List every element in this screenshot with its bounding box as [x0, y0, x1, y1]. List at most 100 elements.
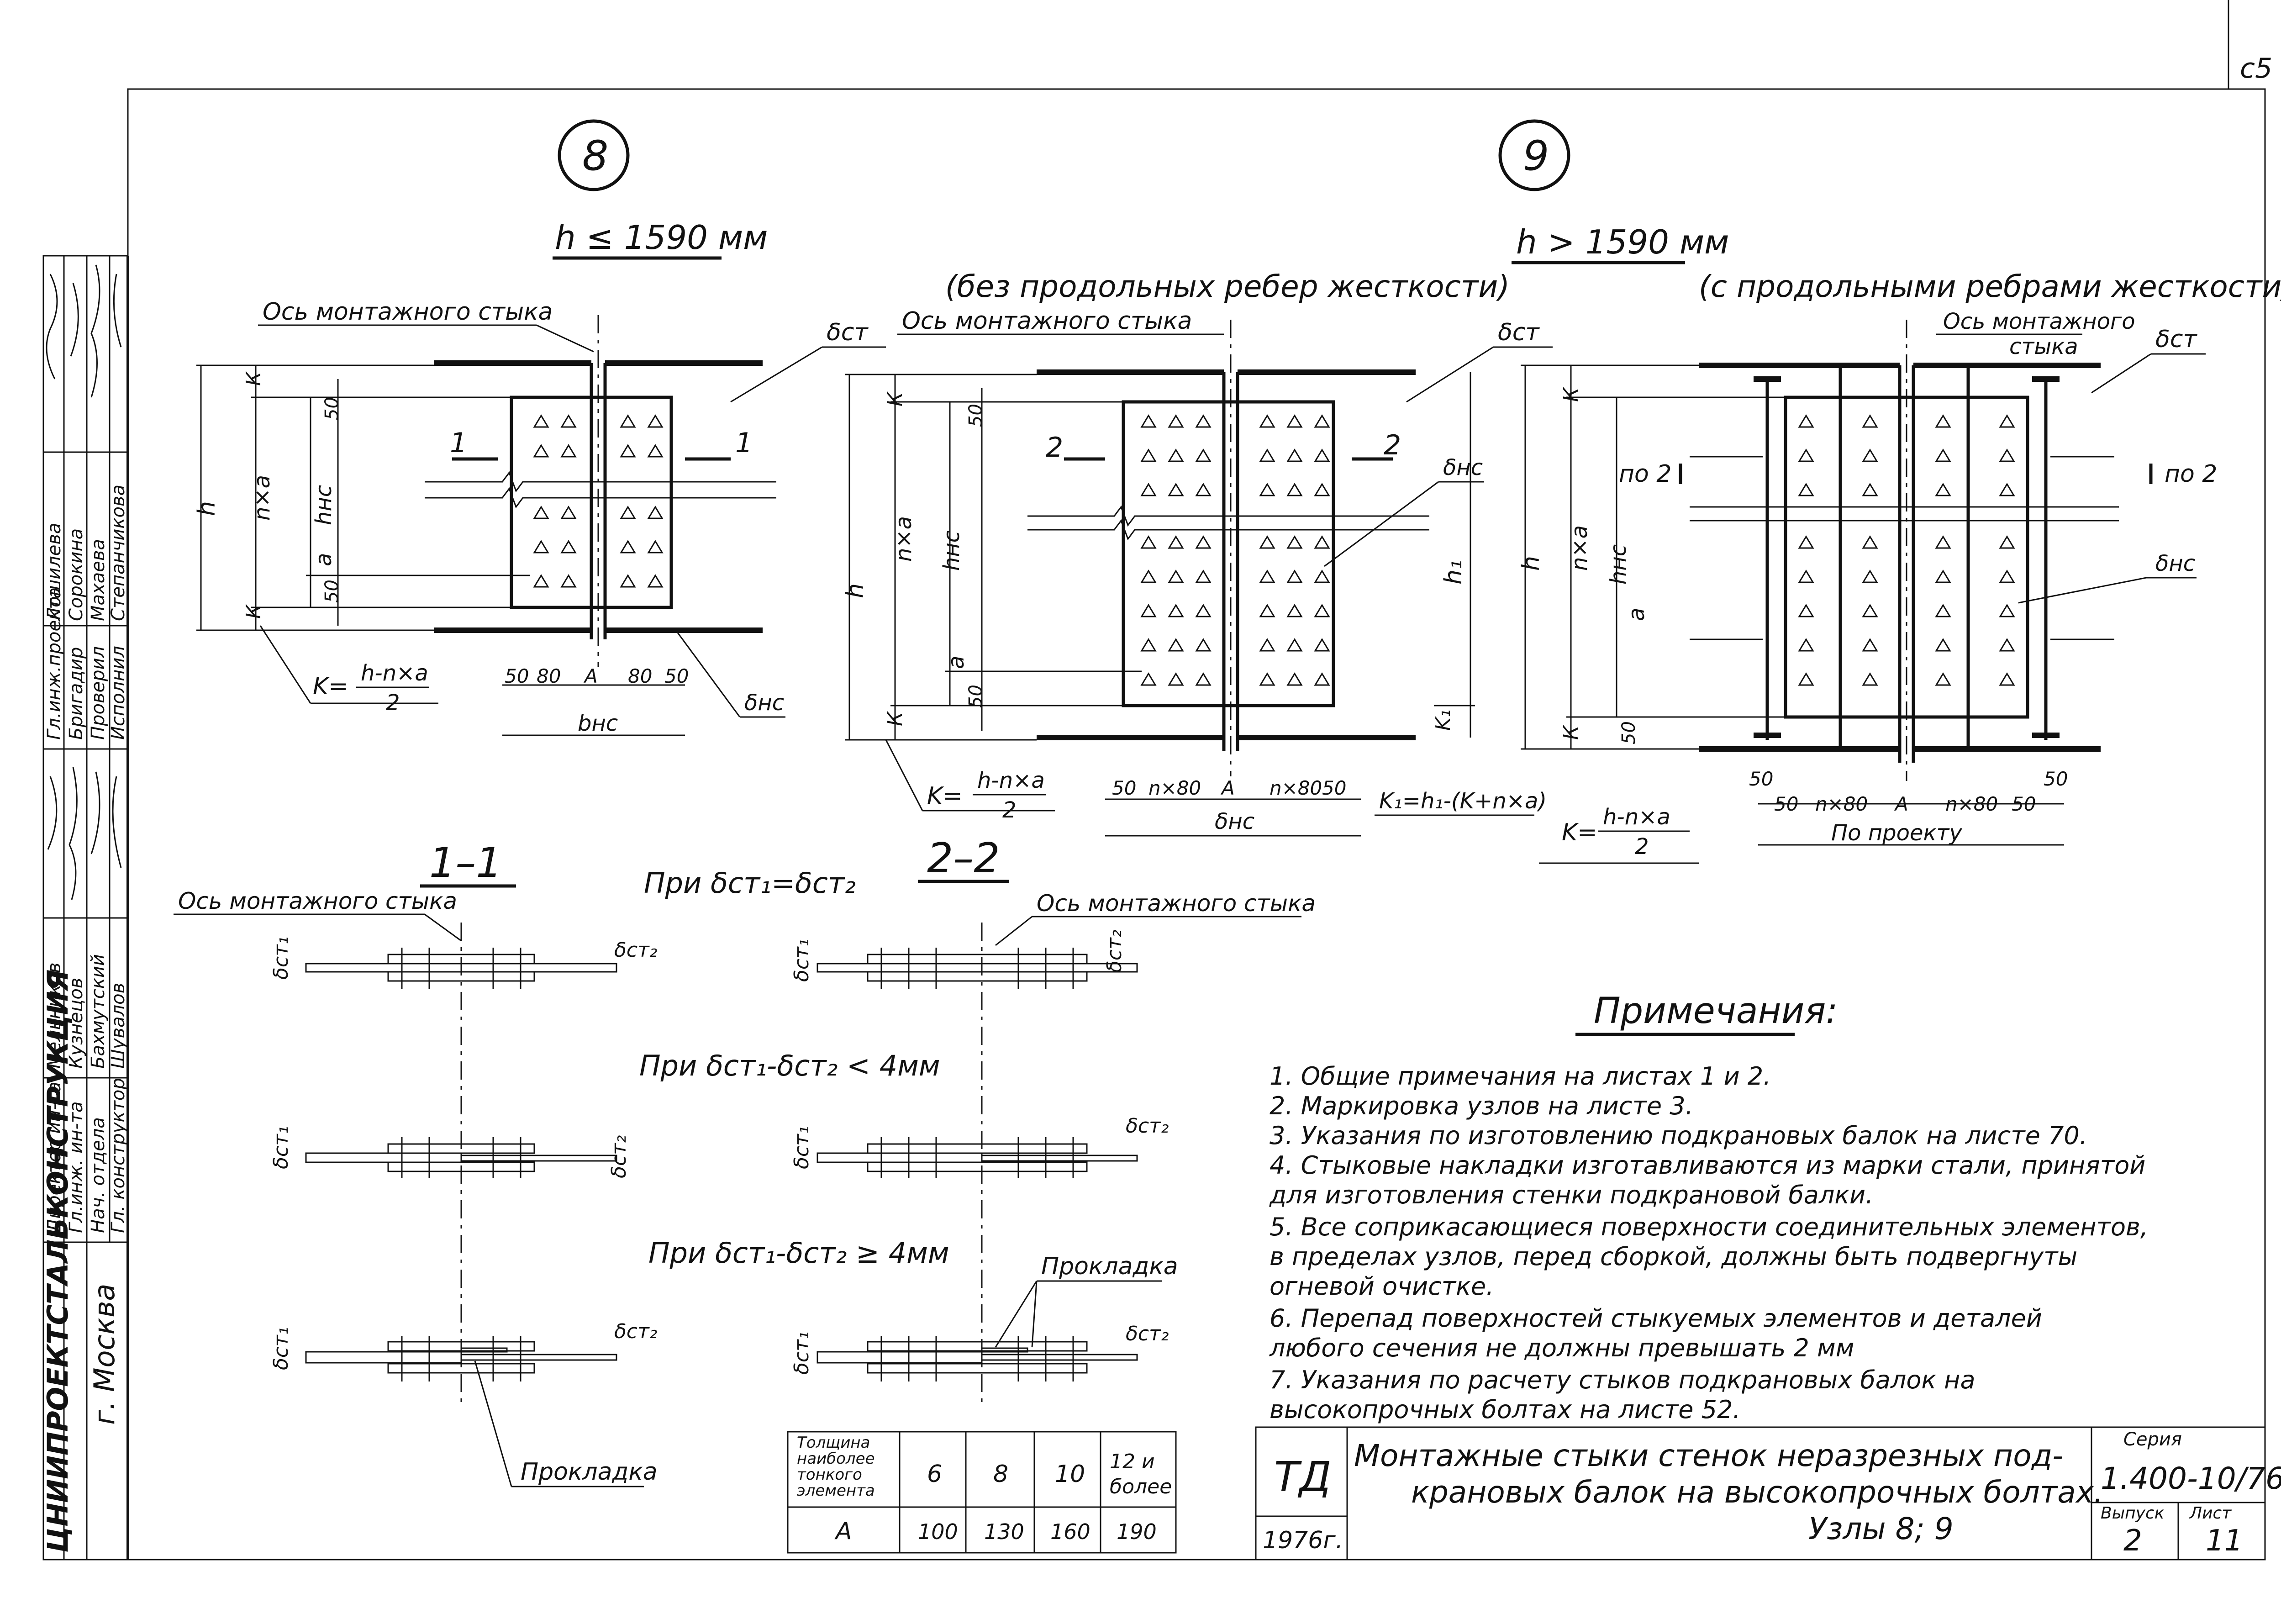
node-9-dim-nxa-left: n×a [891, 516, 917, 562]
node-9-dim-hns-right: hнс [1606, 544, 1631, 585]
table-head-0-l3: тонкого [797, 1466, 862, 1484]
node-9-po2-left: по 2 [1619, 460, 1671, 488]
table-head-2: 8 [993, 1461, 1008, 1488]
node-9-dim-50-top-left: 50 [965, 404, 986, 427]
table-head-0-l1: Толщина [797, 1434, 870, 1452]
node-8-number: 8 [582, 132, 608, 180]
node-8-axis-label: Ось монтажного стыка [263, 298, 553, 326]
node-8-k-lhs: K= [313, 673, 348, 700]
node-9-k-num-right: h-n×a [1603, 804, 1670, 830]
node-9-k-lhs-right: K= [1562, 819, 1597, 846]
table-head-4-l2: более [1110, 1475, 1172, 1498]
section-d2-r1-left: δст₂ [614, 939, 657, 962]
title-td: ТД [1274, 1453, 1331, 1501]
table-head-0: Толщина наиболее тонкого элемента [797, 1434, 880, 1500]
note-line-1: 1. Общие примечания на листах 1 и 2. [1270, 1062, 1771, 1091]
stamp-name-1: Мельников [44, 962, 65, 1069]
node-9-dim-hns-left: hнс [939, 531, 964, 571]
note-line-8: огневой очистке. [1270, 1272, 1494, 1301]
section-d2-r3-left: δст₂ [614, 1320, 657, 1343]
node-9-dim-br1: 50 [1774, 793, 1798, 815]
node-9-dim-k1: K₁ [1432, 710, 1455, 731]
node-9-axis-label-right-1: Ось монтажного [1943, 309, 2135, 334]
node-9-dim-bns-left: δнс [1215, 809, 1254, 834]
section-axis-right: Ось монтажного стыка [1037, 890, 1316, 917]
series-label: Серия [2123, 1429, 2182, 1450]
section-axis-left: Ось монтажного стыка [178, 888, 457, 914]
node-8-splice-plate [510, 395, 673, 609]
stamp-org: ЦНИИПРОЕКТСТАЛЬКОНСТРУКЦИЯ [41, 970, 74, 1553]
section-cond-3: При δст₁-δст₂ ≥ 4мм [648, 1236, 949, 1270]
node-9-left-subtitle: (без продольных ребер жесткости) [945, 269, 1510, 304]
node-9-dim-a-right: a [1624, 608, 1649, 621]
node-9-section-right: 2 [1384, 429, 1401, 461]
node-9-dim-nxa-right: n×a [1567, 525, 1592, 571]
section-cond-2: При δст₁-δст₂ < 4мм [639, 1049, 940, 1082]
section-cond-1: При δст₁=δст₂ [644, 866, 856, 900]
node-9-axis-label-right-2: стыка [2009, 334, 2078, 359]
note-line-5: для изготовления стенки подкрановой балк… [1269, 1181, 1873, 1209]
notes-title: Примечания: [1594, 991, 1838, 1032]
node-9-dim-k-top-left: К [884, 391, 907, 406]
section-prokladka-left: Прокладка [521, 1458, 658, 1486]
node-9-dim-br4: n×80 [1945, 793, 1998, 815]
stamp-name-3: Бахмутский [88, 954, 109, 1069]
stamp-name-7: Махаева [88, 539, 109, 621]
side-stamp: ЦНИИПРОЕКТСТАЛЬКОНСТРУКЦИЯ г. Москва Дир… [41, 255, 129, 1561]
node-9-splice-plate-left [1122, 400, 1335, 707]
sheet-label: Лист [2189, 1504, 2232, 1523]
note-line-10: любого сечения не должны превышать 2 мм [1269, 1334, 1854, 1362]
stamp-role-1: Директор ин-та [44, 1081, 65, 1234]
node-8-condition: h ≤ 1590 мм [555, 218, 768, 257]
node-9-bolts-right [1798, 414, 2015, 686]
note-line-3: 3. Указания по изготовлению подкрановых … [1270, 1121, 2087, 1150]
section-d2-r3-right: δст₂ [1126, 1322, 1169, 1345]
node-8-circle [558, 119, 630, 191]
node-9: 9 h > 1590 мм (без продольных ребер жест… [842, 119, 2281, 864]
stamp-role-2: Гл.инж. ин-та [66, 1101, 87, 1233]
node-8-dim-a: a [311, 553, 337, 566]
node-9-bolts-left [1140, 414, 1330, 686]
stamp-role-4: Гл. конструктор [108, 1078, 129, 1233]
node-9-po2-right: по 2 [2165, 460, 2217, 488]
node-8-dim-nxa: n×a [249, 475, 275, 521]
node-9-dim-br6: 50 [2044, 768, 2068, 790]
notes: Примечания: 1. Общие примечания на листа… [1269, 991, 2148, 1424]
node-8-dim-b4: 50 [664, 665, 689, 687]
table-head-0-l4: элемента [797, 1482, 875, 1500]
node-8-dim-50-bot: 50 [321, 580, 342, 603]
table-head-0-l2: наиболее [797, 1450, 875, 1468]
title-line-3: Узлы 8; 9 [1808, 1511, 1954, 1546]
node-9-dim-br5: 50 [2012, 793, 2036, 815]
section-d1-r3-right: δст₁ [790, 1332, 813, 1375]
table-row-4: 190 [1117, 1519, 1157, 1544]
node-8-dim-b2: A [583, 665, 598, 687]
title-line-1: Монтажные стыки стенок неразрезных под- [1354, 1438, 2063, 1473]
stamp-name-8: Степанчикова [108, 485, 129, 621]
table-row-0: A [834, 1518, 852, 1545]
node-9-circle [1498, 119, 1570, 191]
title-block: ТД 1976г. Монтажные стыки стенок неразре… [1255, 1426, 2281, 1561]
node-8-dim-b1: 80 [537, 665, 561, 687]
stamp-role-5: Гл.инж.проекта [44, 587, 65, 740]
section-d1-r2-left: δст₁ [269, 1126, 293, 1169]
node-9-dim-k-bot-left: К [884, 711, 907, 726]
node-9-condition: h > 1590 мм [1516, 223, 1729, 261]
stamp-name-6: Сорокина [66, 528, 87, 621]
node-8: 8 h ≤ 1590 мм Ось монтажного стыка δст [193, 119, 886, 736]
node-9-dim-bl4: 50 [1322, 777, 1346, 799]
stamp-role-3: Нач. отдела [88, 1117, 109, 1233]
node-9-section-left: 2 [1046, 432, 1063, 464]
node-9-dim-bl3: n×80 [1270, 777, 1322, 799]
node-9-dim-k-top-right: К [1559, 387, 1583, 402]
table-head-3: 10 [1055, 1461, 1085, 1488]
note-line-6: 5. Все соприкасающиеся поверхности соеди… [1270, 1213, 2148, 1241]
stamp-name-4: Шувалов [108, 983, 129, 1069]
node-9-dim-bl0: 50 [1112, 777, 1136, 799]
stamp-city: г. Москва [88, 1284, 121, 1425]
node-8-dim-b0: 50 [505, 665, 529, 687]
node-8-dim-k-bot: К [242, 604, 265, 619]
series-value: 1.400-10/76 [2101, 1461, 2281, 1496]
note-line-2: 2. Маркировка узлов на листе 3. [1270, 1091, 1693, 1120]
